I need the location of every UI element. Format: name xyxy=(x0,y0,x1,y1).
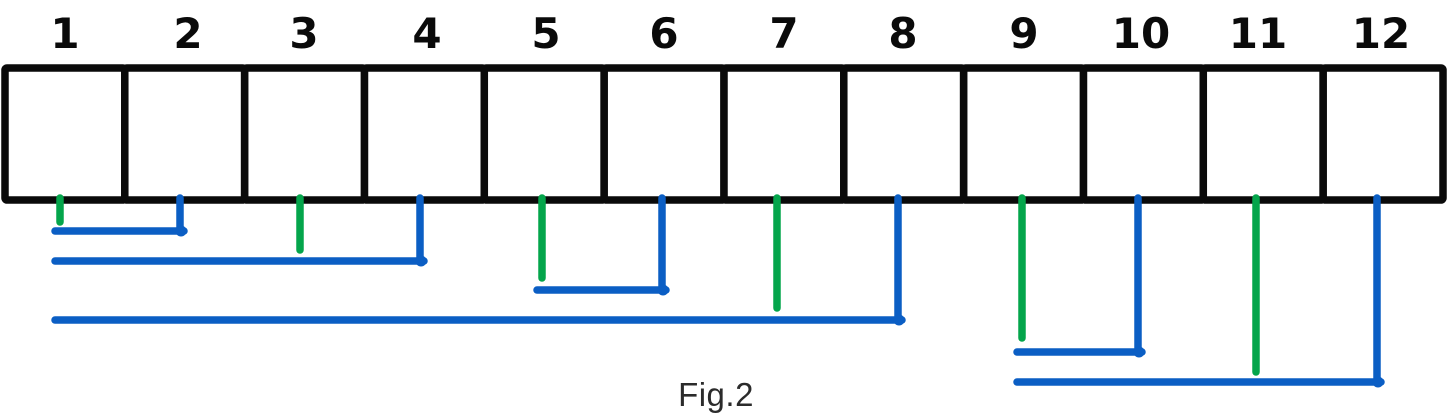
cell-label-12: 12 xyxy=(1352,9,1410,58)
cell-box-7 xyxy=(720,64,848,204)
cell-label-1: 1 xyxy=(50,9,79,58)
cell-box-5 xyxy=(480,64,608,204)
cell-label-8: 8 xyxy=(888,9,917,58)
cell-box-10 xyxy=(1079,64,1208,204)
range-bracket-9-10 xyxy=(1013,194,1146,358)
cell-label-6: 6 xyxy=(649,9,678,58)
cell-box-12 xyxy=(1319,64,1447,204)
range-bracket-junction-5-6 xyxy=(657,284,669,296)
cell-box-3 xyxy=(240,64,369,204)
cell-box-2 xyxy=(121,64,249,204)
cell-label-7: 7 xyxy=(769,9,798,58)
range-bracket-junction-1-4 xyxy=(415,255,427,267)
cell-box-1 xyxy=(1,64,129,204)
range-bracket-1-2 xyxy=(51,194,188,237)
cell-box-9 xyxy=(959,64,1088,204)
cell-box-8 xyxy=(840,64,968,204)
cell-label-9: 9 xyxy=(1009,9,1038,58)
cell-label-2: 2 xyxy=(173,9,202,58)
cell-box-4 xyxy=(360,64,489,204)
range-bracket-junction-1-2 xyxy=(175,225,187,237)
cell-label-11: 11 xyxy=(1229,9,1287,58)
range-bracket-junction-9-12 xyxy=(1372,376,1384,388)
range-bracket-junction-1-8 xyxy=(893,314,905,326)
range-bracket-9-12 xyxy=(1013,194,1385,388)
figure-caption: Fig.2 xyxy=(678,376,754,413)
range-bracket-junction-9-10 xyxy=(1133,346,1145,358)
cell-label-10: 10 xyxy=(1112,9,1170,58)
cell-box-11 xyxy=(1199,64,1327,204)
cell-label-3: 3 xyxy=(289,9,318,58)
range-bracket-1-8 xyxy=(51,194,906,326)
range-bracket-5-6 xyxy=(533,194,670,296)
cell-label-4: 4 xyxy=(412,9,441,58)
cell-label-5: 5 xyxy=(531,9,560,58)
range-bracket-1-4 xyxy=(51,194,428,267)
cell-box-6 xyxy=(600,64,728,204)
